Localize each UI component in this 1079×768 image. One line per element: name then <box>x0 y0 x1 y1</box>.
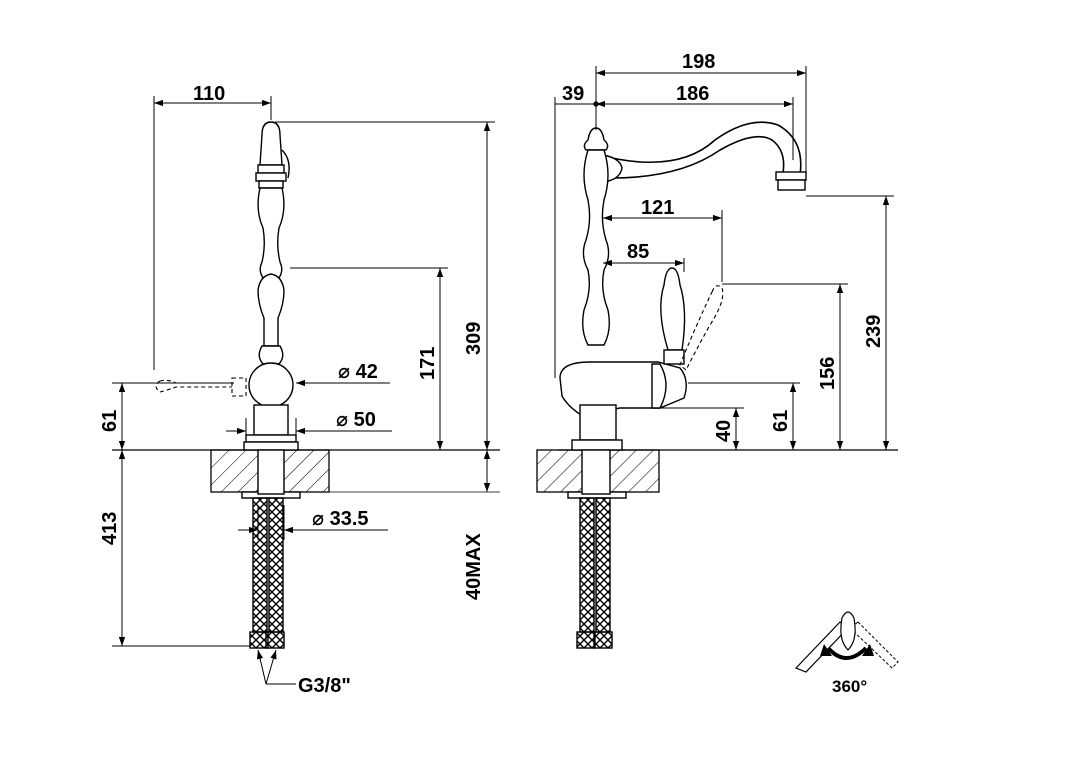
rotation-360-icon <box>794 611 899 673</box>
label-base-diameter: ⌀ 50 <box>336 409 376 431</box>
front-dimension-labels: 110 309 171 ⌀ 42 ⌀ 50 61 413 ⌀ 33.5 40MA… <box>99 83 485 697</box>
label-handle-pivot-height: 156 <box>817 357 839 390</box>
side-view-faucet <box>559 121 807 649</box>
label-lever-height-side: 61 <box>770 410 792 432</box>
label-deck-thickness: 40MAX <box>463 533 485 600</box>
label-spout-reach: 186 <box>676 83 709 105</box>
label-spout-reach-overall: 198 <box>682 51 715 73</box>
front-dimension-lines <box>112 96 495 685</box>
label-below-deck-length: 413 <box>99 512 121 545</box>
label-overall-width: 110 <box>193 83 225 105</box>
front-view-faucet <box>155 121 301 649</box>
label-body-offset: 39 <box>562 83 584 105</box>
label-lever-height: 61 <box>99 410 121 432</box>
label-handle-offset: 85 <box>627 241 649 263</box>
side-dimension-lines <box>554 66 894 450</box>
countertop-deck-left <box>112 449 500 493</box>
label-overall-height: 309 <box>463 322 485 355</box>
label-body-diameter: ⌀ 42 <box>338 361 378 383</box>
side-dimension-labels: 198 186 39 121 85 239 156 40 61 <box>562 51 885 442</box>
label-connection-thread: G3/8" <box>298 675 351 697</box>
label-handle-height: 171 <box>417 347 439 380</box>
label-handle-reach: 121 <box>641 197 674 219</box>
label-base-height: 40 <box>713 420 735 442</box>
label-spout-outlet-height: 239 <box>863 315 885 348</box>
rotation-label: 360° <box>832 677 867 696</box>
label-shank-diameter: ⌀ 33.5 <box>312 508 369 530</box>
